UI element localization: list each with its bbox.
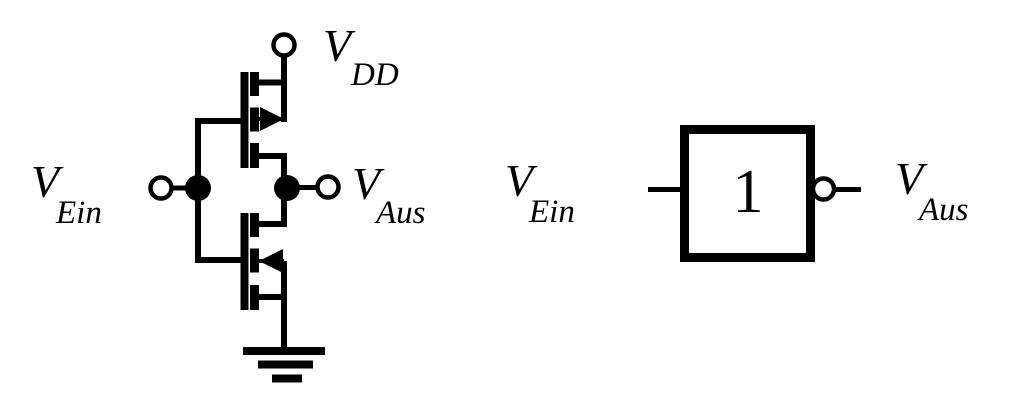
gate-function-label: 1: [733, 158, 764, 226]
vout-circuit-label: V: [352, 158, 385, 209]
gate-body-box: [680, 125, 815, 262]
vin-circuit-subscript: Ein: [55, 195, 102, 231]
input-terminal-icon: [148, 175, 174, 201]
nmos-transistor: [240, 188, 287, 310]
vin-symbol-label: V: [505, 155, 538, 206]
inverter-gate-symbol: 1 V Ein V Aus: [505, 125, 969, 262]
inversion-bubble-icon: [810, 176, 837, 202]
vout-symbol-subscript: Aus: [917, 192, 969, 228]
vdd-subscript: DD: [350, 57, 399, 93]
output-terminal-icon: [315, 174, 341, 200]
vdd-terminal-icon: [271, 32, 297, 58]
nmos-drain-lead: [254, 188, 287, 227]
pmos-transistor: [240, 72, 287, 188]
nmos-bulk-arrow-icon: [259, 249, 283, 273]
vout-symbol-label: V: [895, 153, 928, 204]
gate-wire: [195, 118, 244, 263]
vin-symbol-subscript: Ein: [528, 194, 575, 230]
cmos-inverter-schematic: V Ein V DD V Aus: [31, 20, 426, 383]
ground-icon: [243, 347, 325, 383]
vout-circuit-subscript: Aus: [374, 195, 426, 231]
pmos-bulk-arrow-icon: [260, 107, 284, 131]
vin-circuit-label: V: [31, 156, 64, 207]
vdd-label: V: [323, 20, 356, 71]
